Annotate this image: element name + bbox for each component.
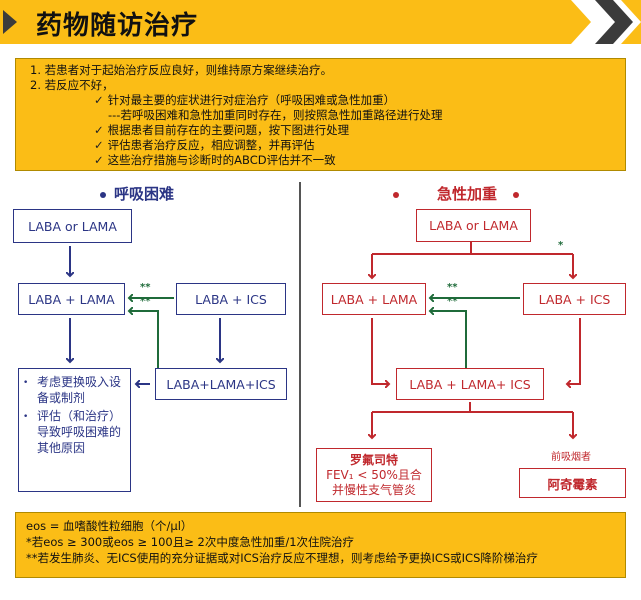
azithromycin-box: 阿奇霉素: [519, 468, 626, 498]
right-box-laba-ics: LABA + ICS: [523, 283, 626, 315]
roflumilast-criteria-1: FEV₁ < 50%且合: [326, 467, 422, 482]
check-icon: ✓: [94, 153, 104, 167]
check-icon: ✓: [94, 123, 104, 137]
left-section-title: 呼吸困难: [100, 183, 174, 204]
arrow-left: [567, 318, 581, 384]
arrow-green: [129, 311, 159, 372]
left-box-laba-lama: LABA + LAMA: [18, 283, 125, 315]
instruction-line-3: ✓针对最主要的症状进行对症治疗（呼吸困难或急性加重）: [94, 93, 396, 107]
roflumilast-title: 罗氟司特: [349, 452, 398, 467]
instruction-line-2: 2. 若反应不好，: [30, 78, 114, 92]
arrow-green: [430, 311, 467, 372]
double-star-marker: **: [140, 296, 151, 307]
bullet-dot-icon: [513, 191, 520, 198]
right-box-triple: LABA + LAMA+ ICS: [396, 368, 544, 400]
instruction-line-6: ✓评估患者治疗反应，相应调整，并再评估: [94, 138, 315, 152]
footnote-line-3: **若发生肺炎、无ICS使用的充分证据或对ICS治疗反应不理想，则考虑给予更换I…: [26, 551, 538, 565]
footnote-line-1: eos = 血嗜酸性粒细胞（个/μl）: [26, 519, 193, 533]
right-box-laba-or-lama: LABA or LAMA: [416, 209, 531, 242]
left-box-laba-ics: LABA + ICS: [176, 283, 286, 315]
bullet-dot-icon: [100, 191, 106, 198]
check-icon: ✓: [94, 138, 104, 152]
page-title: 药物随访治疗: [36, 11, 199, 41]
double-star-marker: **: [447, 282, 458, 293]
roflumilast-box: 罗氟司特 FEV₁ < 50%且合 并慢性支气管炎: [316, 448, 432, 502]
footnote-line-2: *若eos ≥ 300或eos ≥ 100且≥ 2次中度急性加重/1次住院治疗: [26, 535, 355, 549]
instruction-line-1: 1. 若患者对于起始治疗反应良好，则维持原方案继续治疗。: [30, 63, 333, 77]
double-star-marker: **: [140, 282, 151, 293]
bullet-dot-icon: [393, 191, 399, 198]
single-star-marker: *: [558, 240, 564, 251]
left-advice-list: •考虑更换吸入设备或制剂 •评估（和治疗）导致呼吸困难的其他原因: [18, 368, 131, 492]
instruction-line-5: ✓根据患者目前存在的主要问题，按下图进行处理: [94, 123, 350, 137]
footnote-box: eos = 血嗜酸性粒细胞（个/μl） *若eos ≥ 300或eos ≥ 10…: [15, 512, 626, 578]
instruction-line-7: ✓这些治疗措施与诊断时的ABCD评估并不一致: [94, 153, 336, 167]
former-smoker-label: 前吸烟者: [551, 452, 591, 463]
instruction-line-4: ---若呼吸困难和急性加重同时存在，则按照急性加重路径进行处理: [108, 108, 443, 122]
list-item: •考虑更换吸入设备或制剂: [23, 375, 122, 405]
instructions-box: 1. 若患者对于起始治疗反应良好，则维持原方案继续治疗。 2. 若反应不好， ✓…: [15, 58, 626, 171]
right-box-laba-lama: LABA + LAMA: [322, 283, 426, 315]
double-star-marker: **: [447, 296, 458, 307]
bullet-icon: •: [23, 378, 29, 388]
roflumilast-criteria-2: 并慢性支气管炎: [331, 482, 416, 497]
right-section-title: 急性加重: [393, 183, 520, 204]
list-item: •评估（和治疗）导致呼吸困难的其他原因: [23, 409, 122, 455]
header-bar: 药物随访治疗: [0, 0, 641, 44]
arrow-right: [371, 318, 389, 384]
check-icon: ✓: [94, 93, 104, 107]
left-box-triple: LABA+LAMA+ICS: [155, 368, 287, 400]
left-box-laba-or-lama: LABA or LAMA: [13, 209, 132, 243]
header-arrow-icon: [3, 10, 17, 34]
header-chevron-icon: [571, 0, 641, 44]
section-divider: [299, 182, 301, 507]
bullet-icon: •: [23, 412, 29, 422]
